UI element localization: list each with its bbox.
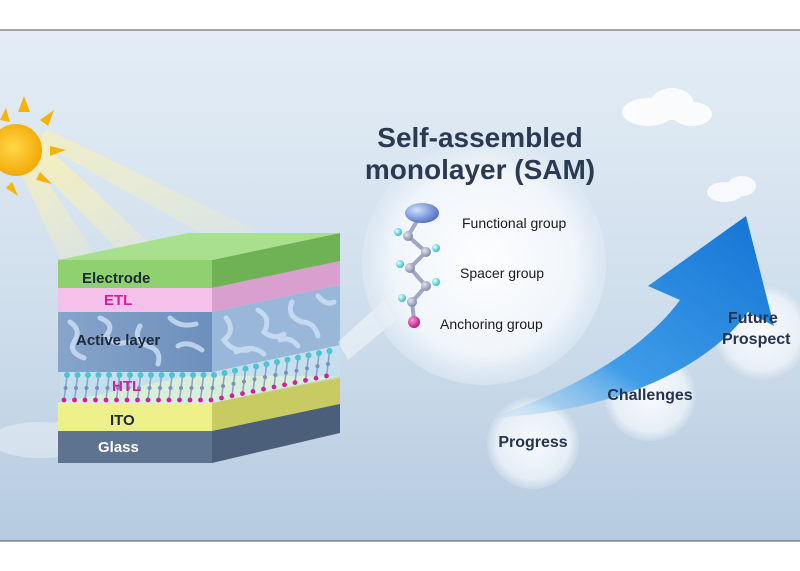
functional-group-label: Functional group — [462, 215, 567, 231]
sun-beam-3 — [35, 130, 260, 250]
sun-beam-2 — [15, 155, 100, 262]
ito-label: ITO — [110, 412, 135, 429]
electrode-layer-front — [58, 260, 212, 288]
anchoring-group-label: Anchoring group — [440, 316, 543, 332]
cloud-right-top — [622, 88, 712, 126]
active-layer-morphology — [67, 293, 337, 367]
sam-title-line2: monolayer (SAM) — [364, 154, 596, 185]
cloud-right-small — [707, 176, 756, 202]
sun-beam-1 — [20, 140, 170, 262]
active-layer-label: Active layer — [76, 332, 161, 349]
challenges-label: Challenges — [607, 387, 693, 404]
etl-layer-side — [212, 261, 340, 312]
glass-label: Glass — [98, 439, 139, 456]
electrode-layer-side — [212, 233, 340, 288]
future-label: Future — [728, 310, 778, 327]
sam-molecule-icon — [394, 203, 440, 328]
sam-title-line1: Self-assembled — [377, 122, 583, 153]
etl-layer-front — [58, 288, 212, 312]
glass-layer-front — [58, 430, 212, 463]
electrode-label: Electrode — [82, 270, 151, 287]
sun-icon — [0, 96, 66, 196]
functional-group-icon — [405, 203, 439, 223]
electrode-layer-top — [58, 233, 340, 260]
htl-sam-molecules — [60, 345, 340, 403]
progress-circle — [487, 397, 579, 489]
htl-label: HTL — [112, 378, 142, 395]
spacer-group-label: Spacer group — [460, 265, 545, 281]
ito-layer-front — [58, 403, 212, 431]
active-layer-front — [58, 312, 212, 372]
growth-arrow — [490, 216, 774, 418]
sam-zoom-circle — [362, 141, 606, 385]
device-stack — [58, 233, 340, 463]
progress-label: Progress — [498, 434, 568, 451]
glass-layer-side — [212, 402, 340, 463]
prospect-label: Prospect — [722, 331, 791, 348]
etl-label: ETL — [104, 292, 133, 309]
ito-layer-side — [212, 376, 340, 431]
anchoring-group-icon — [408, 316, 420, 328]
